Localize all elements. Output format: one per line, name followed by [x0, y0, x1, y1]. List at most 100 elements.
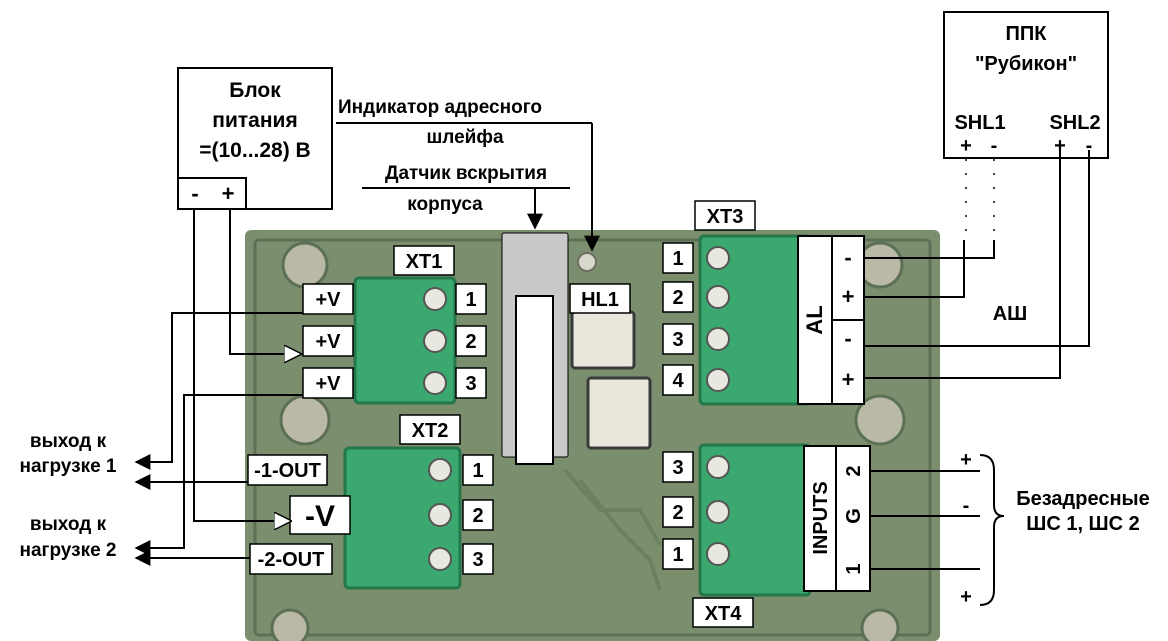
xt1-label-1: +V [315, 289, 341, 311]
output2-label-2: нагрузке 2 [20, 540, 117, 561]
xt2-pin-3: 3 [472, 549, 483, 571]
xt1-pin-3-box [455, 367, 487, 399]
inputs-pin-G: G [843, 508, 865, 524]
xt1-pin-3: 3 [465, 373, 476, 395]
xt4-screw-3 [706, 455, 730, 479]
xt3-label-box [694, 200, 756, 231]
input-sign-bot: + [960, 586, 972, 608]
xt4-pin-3: 3 [672, 457, 683, 479]
xt4-pin-2: 2 [672, 502, 683, 524]
ppk-shl2-minus: - [1086, 135, 1093, 157]
ppk-title: ППК [1006, 23, 1048, 45]
ppk-shl1-plus: + [960, 135, 972, 157]
wire-psu-plus [229, 209, 300, 354]
output1-label-2: нагрузке 1 [20, 456, 117, 477]
xt2-pin-labels: -1-OUT-V-2-OUT [247, 454, 351, 575]
xt3-pin-2: 2 [672, 287, 683, 309]
optocoupler-chip-2 [586, 376, 652, 450]
xt3-pin-2-box [662, 281, 694, 313]
xt1-pin-1: 1 [465, 289, 476, 311]
xt1-label-3-box [302, 367, 354, 399]
xt4-pin-numbers: 3 2 1 [662, 451, 694, 570]
xt2-label-box [399, 414, 461, 445]
bezadres-label-2: ШС 1, ШС 2 [1026, 513, 1140, 535]
xt3-pin-4-box [662, 364, 694, 396]
ash-label: АШ [993, 303, 1028, 325]
xt2-label-2-box [289, 495, 351, 535]
xt1-screw-3 [423, 371, 447, 395]
xt2-pin-3-box [462, 543, 494, 575]
wire-v1-out1 [134, 312, 303, 470]
power-supply-title-2: питания [212, 109, 297, 132]
xt1-label-2: +V [315, 331, 341, 353]
xt1-label-2-box [302, 325, 354, 357]
xt2-label-2: -V [305, 500, 335, 533]
ppk-shl2: SHL2 [1049, 112, 1100, 134]
xt3-label: XT3 [707, 206, 744, 228]
ppk-shl1-minus: - [991, 135, 998, 157]
xt3-sign-2: + [842, 284, 855, 309]
xt1-label: XT1 [406, 251, 443, 273]
tamper-label-1: Датчик вскрытия [385, 163, 547, 184]
wire-v3-out2 [134, 394, 303, 556]
pcb-trace [578, 478, 662, 591]
ppk-shl2-plus: + [1054, 135, 1066, 157]
xt4-pin-3-box [662, 451, 694, 483]
power-supply-title-1: Блок [229, 79, 281, 102]
xt3-screw-2 [706, 285, 730, 309]
mount-hole-br [860, 608, 900, 641]
xt1-pin-labels: +V+V+V [302, 283, 354, 399]
mount-hole-ml [279, 394, 331, 446]
xt4-label: XT4 [705, 603, 743, 625]
tamper-sensor-button [515, 295, 554, 465]
xt2-pin-1: 1 [472, 460, 483, 482]
xt3-screw-3 [706, 327, 730, 351]
pcb-trace [563, 468, 662, 546]
power-supply-terminals [177, 177, 247, 210]
inputs-pin-2: 2 [843, 465, 865, 476]
xt2-label-3-box [249, 543, 333, 575]
xt1-label-1-box [302, 283, 354, 315]
mount-hole-mr [854, 394, 906, 446]
inputs-pin-labels: 2G 1 [843, 465, 865, 574]
xt2-label-1: -1-OUT [254, 460, 321, 482]
hl1-label: HL1 [581, 289, 619, 311]
bezadres-label-1: Безадресные [1016, 488, 1149, 510]
xt3-sign-3: - [844, 326, 851, 351]
xt3-pin-3-box [662, 323, 694, 355]
input-sign-top: + [960, 449, 972, 471]
xt3-screw-4 [706, 368, 730, 392]
tamper-label-2: корпуса [407, 194, 483, 215]
power-supply-voltage: =(10...28) В [199, 139, 310, 162]
inputs-label: INPUTS [810, 481, 832, 554]
xt2-pin-numbers: 123 [462, 454, 494, 575]
mount-hole-tl [281, 241, 329, 289]
wire-al-plus-1 [864, 240, 965, 298]
xt2-screw-2 [428, 503, 452, 527]
inputs-pin-1: 1 [843, 563, 865, 574]
xt4-pin-2-box [662, 496, 694, 528]
led-hl1 [577, 252, 597, 272]
xt2-pin-2-box [462, 499, 494, 531]
xt1-label-box [393, 245, 455, 276]
output2-label-1: выход к [30, 514, 107, 535]
hl1-label-box [569, 283, 631, 314]
xt3-sign-4: + [842, 367, 855, 392]
xt4-pin-1: 1 [672, 544, 683, 566]
xt4-screw-1 [706, 542, 730, 566]
xt1-pin-2: 2 [465, 331, 476, 353]
xt3-sign-1: - [844, 245, 851, 270]
xt4-label-box [692, 597, 754, 628]
ppk-box [943, 11, 1109, 159]
xt2-label-1-box [247, 454, 328, 486]
xt2-pin-1-box [462, 454, 494, 486]
xt2-screw-3 [428, 547, 452, 571]
xt1-screw-2 [423, 329, 447, 353]
wire-al-plus-2 [864, 150, 1061, 379]
output1-label-1: выход к [30, 431, 107, 452]
xt3-screw-1 [706, 246, 730, 270]
xt3-signs: - + - + [842, 245, 855, 392]
